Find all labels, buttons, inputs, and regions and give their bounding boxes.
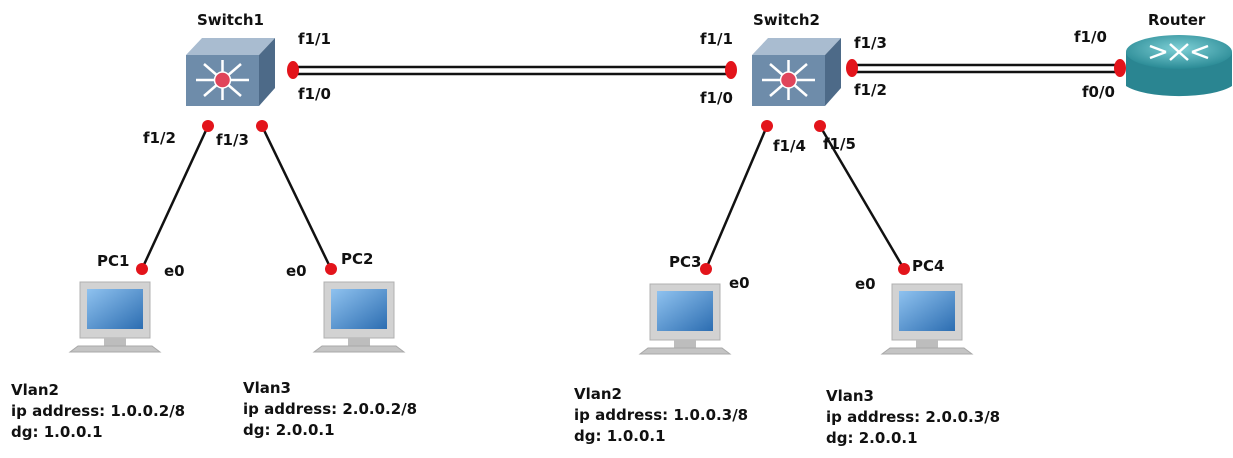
switch1-label: Switch1 bbox=[197, 11, 264, 29]
pc1-port-label: e0 bbox=[164, 262, 185, 280]
sw2-port-f1-5-label: f1/5 bbox=[823, 135, 856, 153]
pc1-dg: dg: 1.0.0.1 bbox=[11, 423, 103, 441]
link-sw2-pc3 bbox=[704, 125, 769, 270]
router-port-f0-0-label: f0/0 bbox=[1082, 83, 1115, 101]
pc2-ip: ip address: 2.0.0.2/8 bbox=[243, 400, 418, 418]
pc4-icon[interactable] bbox=[880, 283, 974, 355]
port-dot-sw1-trunk bbox=[287, 61, 299, 79]
sw2-port-f1-2-label: f1/2 bbox=[854, 81, 887, 99]
router-icon[interactable] bbox=[1126, 35, 1232, 97]
pc4-label: PC4 bbox=[912, 257, 944, 275]
port-dot-pc2 bbox=[325, 263, 337, 275]
port-dot-pc4 bbox=[898, 263, 910, 275]
switch1-icon[interactable] bbox=[186, 38, 275, 106]
sw2-port-f1-3-label: f1/3 bbox=[854, 34, 887, 52]
pc2-label: PC2 bbox=[341, 250, 373, 268]
pc3-dg: dg: 1.0.0.1 bbox=[574, 427, 666, 445]
pc3-icon[interactable] bbox=[638, 283, 732, 355]
link-sw1-pc2 bbox=[260, 125, 333, 270]
sw1-port-f1-3-label: f1/3 bbox=[216, 131, 249, 149]
pc4-ip: ip address: 2.0.0.3/8 bbox=[826, 408, 1001, 426]
pc2-icon[interactable] bbox=[312, 281, 406, 353]
port-dot-router bbox=[1114, 59, 1126, 77]
pc3-port-label: e0 bbox=[729, 274, 750, 292]
pc1-info: Vlan2 ip address: 1.0.0.2/8 dg: 1.0.0.1 bbox=[11, 380, 185, 443]
pc1-ip: ip address: 1.0.0.2/8 bbox=[11, 402, 186, 420]
trunk-link-sw2-router bbox=[852, 63, 1120, 74]
sw2-port-f1-4-label: f1/4 bbox=[773, 137, 806, 155]
pc3-vlan: Vlan2 bbox=[574, 385, 622, 403]
links bbox=[140, 63, 1120, 270]
pc1-vlan: Vlan2 bbox=[11, 381, 59, 399]
port-dot-pc3 bbox=[700, 263, 712, 275]
sw1-port-f1-2-label: f1/2 bbox=[143, 129, 176, 147]
pc1-label: PC1 bbox=[97, 252, 129, 270]
port-dot-sw1-f1-3 bbox=[256, 120, 268, 132]
pc2-vlan: Vlan3 bbox=[243, 379, 291, 397]
pc1-icon[interactable] bbox=[68, 281, 162, 353]
port-dot-sw1-f1-2 bbox=[202, 120, 214, 132]
port-dot-sw2-f1-4 bbox=[761, 120, 773, 132]
pc3-label: PC3 bbox=[669, 253, 701, 271]
pc3-ip: ip address: 1.0.0.3/8 bbox=[574, 406, 749, 424]
switch2-icon[interactable] bbox=[752, 38, 841, 106]
pc2-port-label: e0 bbox=[286, 262, 307, 280]
sw2-port-f1-0-label: f1/0 bbox=[700, 89, 733, 107]
pc3-info: Vlan2 ip address: 1.0.0.3/8 dg: 1.0.0.1 bbox=[574, 384, 748, 447]
port-dot-sw2-trunk-left bbox=[725, 61, 737, 79]
port-dot-pc1 bbox=[136, 263, 148, 275]
sw1-port-f1-1-label: f1/1 bbox=[298, 30, 331, 48]
pc4-dg: dg: 2.0.0.1 bbox=[826, 429, 918, 447]
router-port-f1-0-label: f1/0 bbox=[1074, 28, 1107, 46]
pc4-port-label: e0 bbox=[855, 275, 876, 293]
sw1-port-f1-0-label: f1/0 bbox=[298, 85, 331, 103]
link-sw1-pc1 bbox=[140, 125, 210, 270]
port-dots bbox=[136, 59, 1126, 275]
sw2-port-f1-1-label: f1/1 bbox=[700, 30, 733, 48]
trunk-link-sw1-sw2 bbox=[293, 65, 731, 76]
link-sw2-pc4 bbox=[818, 125, 906, 270]
pc4-info: Vlan3 ip address: 2.0.0.3/8 dg: 2.0.0.1 bbox=[826, 386, 1000, 449]
router-label: Router bbox=[1148, 11, 1206, 29]
port-dot-sw2-f1-5 bbox=[814, 120, 826, 132]
switch2-label: Switch2 bbox=[753, 11, 820, 29]
port-dot-sw2-trunk-right bbox=[846, 59, 858, 77]
pc2-dg: dg: 2.0.0.1 bbox=[243, 421, 335, 439]
pc2-info: Vlan3 ip address: 2.0.0.2/8 dg: 2.0.0.1 bbox=[243, 378, 417, 441]
pc4-vlan: Vlan3 bbox=[826, 387, 874, 405]
